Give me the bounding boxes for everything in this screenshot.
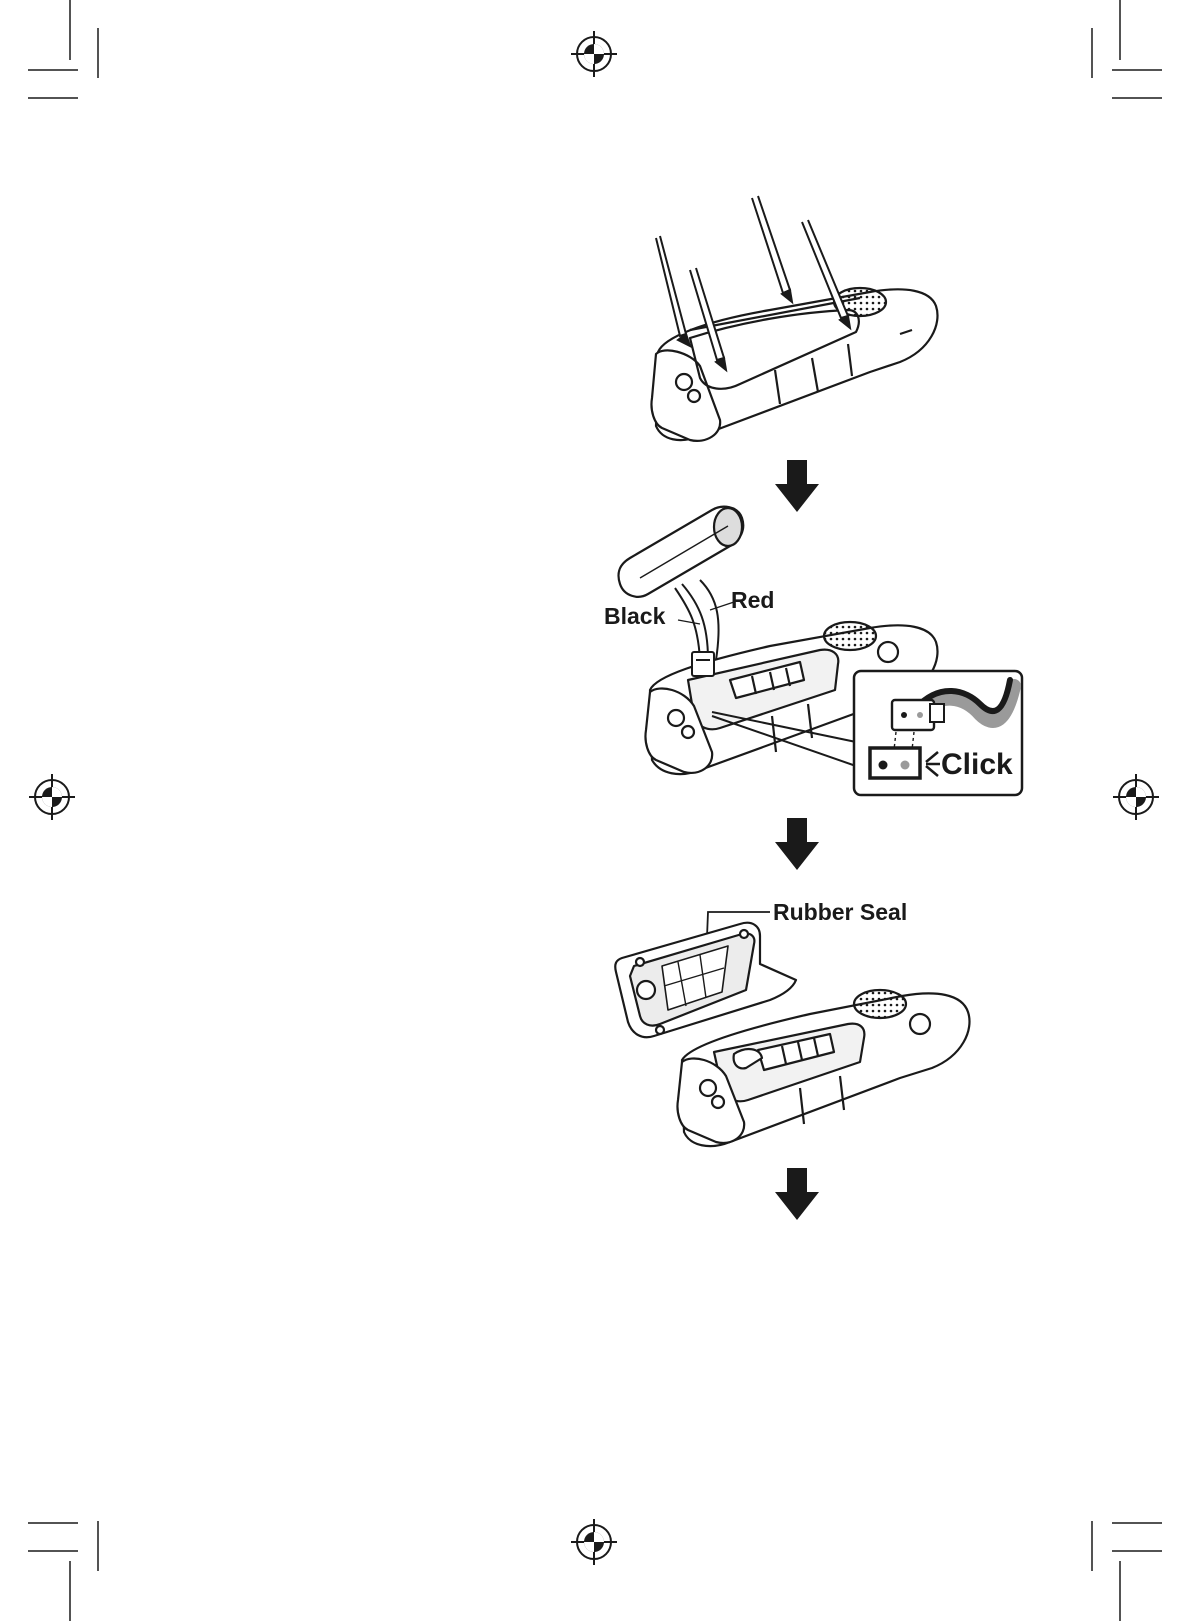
battery-door — [615, 923, 796, 1037]
down-arrow-3 — [775, 1168, 819, 1220]
rubber-seal-label: Rubber Seal — [773, 899, 907, 925]
battery-pack-icon — [618, 507, 743, 597]
red-wire-label: Red — [731, 587, 774, 613]
handset-closed-step — [651, 288, 937, 441]
registration-mark-top — [571, 31, 617, 77]
down-arrow-1 — [775, 460, 819, 512]
click-label: Click — [941, 748, 1013, 781]
down-arrow-2 — [775, 818, 819, 870]
registration-mark-right — [1113, 774, 1159, 820]
black-wire-label: Black — [604, 603, 666, 629]
connector-detail-callout: Click — [854, 671, 1022, 795]
connector-plug-icon — [692, 652, 714, 676]
battery-wires — [675, 580, 734, 660]
registration-mark-bottom — [571, 1519, 617, 1565]
crop-marks — [28, 0, 1162, 1621]
registration-mark-left — [29, 774, 75, 820]
